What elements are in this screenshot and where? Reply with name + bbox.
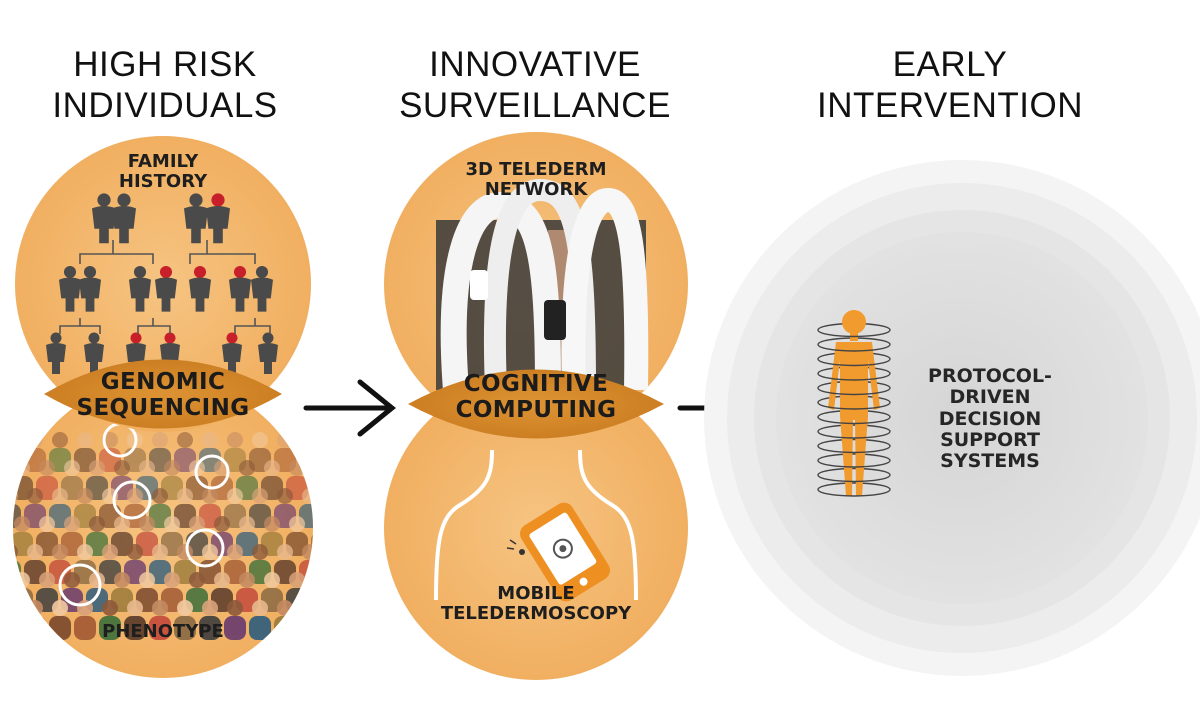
- column-title-intervention: EARLY INTERVENTION: [817, 45, 1083, 126]
- scan-ring-front: [817, 329, 891, 338]
- person-icon: [79, 265, 101, 312]
- column-title-surveillance: INNOVATIVE SURVEILLANCE: [399, 45, 671, 126]
- scan-ring-front: [817, 387, 891, 396]
- person-icon: [92, 193, 116, 244]
- highlight-ring: [58, 563, 102, 607]
- person-icon: [112, 193, 136, 244]
- scan-ring-front: [817, 344, 891, 352]
- person-icon: [84, 332, 104, 374]
- scan-ring-back: [817, 424, 891, 432]
- crowd-person: [311, 588, 313, 612]
- scan-ring-back: [817, 438, 891, 447]
- scan-ring-back: [817, 467, 891, 476]
- person-icon: [189, 265, 211, 312]
- scan-ring-back: [817, 482, 891, 490]
- intervention-circles: [704, 160, 1200, 676]
- scan-ring-front: [817, 489, 891, 497]
- mobile-teledermoscopy-label: MOBILE TELEDERMOSCOPY: [440, 583, 632, 625]
- scan-ring-front: [817, 445, 891, 454]
- crowd-person: [13, 600, 21, 640]
- scan-ring-front: [817, 416, 891, 425]
- scan-ring-front: [817, 474, 891, 483]
- person-icon: [206, 193, 230, 244]
- crowd-person: [149, 600, 171, 640]
- scan-ring-front: [817, 460, 891, 468]
- crowd-person: [299, 600, 313, 640]
- crowd-person: [199, 600, 221, 640]
- smartphone-icon: [520, 502, 610, 602]
- crowd-person: [124, 600, 146, 640]
- telederm-network-label: 3D TELEDERM NETWORK: [465, 159, 607, 201]
- family-history-label: FAMILY HISTORY: [118, 151, 208, 193]
- scan-ring-front: [817, 402, 891, 410]
- crowd-person: [24, 600, 46, 640]
- highlight-ring: [194, 454, 230, 490]
- crowd-person: [311, 532, 313, 556]
- person-icon: [229, 265, 251, 312]
- column-title-high-risk: HIGH RISK INDIVIDUALS: [52, 45, 278, 126]
- person-icon: [129, 265, 151, 312]
- person-icon: [155, 265, 177, 312]
- person-icon: [126, 332, 146, 374]
- phenotype-label: PHENOTYPE: [102, 621, 224, 642]
- crowd-person: [49, 600, 71, 640]
- crowd-person: [13, 432, 21, 472]
- person-icon: [184, 193, 208, 244]
- telederm-scanner-icon: [436, 178, 649, 391]
- scan-ring-front: [817, 431, 891, 439]
- crowd-person: [224, 600, 246, 640]
- cognitive-lens: [408, 369, 664, 439]
- genomic-lens: [44, 359, 282, 429]
- protocol-driven-label: PROTOCOL-DRIVEN DECISION SUPPORT SYSTEMS: [928, 365, 1052, 473]
- surveillance-circles: [384, 132, 688, 680]
- crowd-person: [99, 600, 121, 640]
- scan-ring-front: [817, 358, 891, 367]
- inner-disc: [776, 232, 1148, 604]
- person-icon: [222, 332, 242, 374]
- crowd-person: [249, 600, 271, 640]
- torso-outline: [434, 449, 638, 601]
- cognitive-computing-label: COGNITIVE COMPUTING: [455, 371, 617, 423]
- scan-ring-front: [817, 373, 891, 381]
- scan-dot: [506, 539, 525, 555]
- person-icon: [251, 265, 273, 312]
- crowd-person: [174, 600, 196, 640]
- crowd-person: [13, 572, 33, 612]
- person-icon: [258, 332, 278, 374]
- crowd-person: [299, 432, 313, 472]
- family-tree-icon: [46, 193, 278, 374]
- highlight-ring: [112, 480, 152, 520]
- crowd-person: [274, 600, 296, 640]
- highlight-ring: [185, 528, 225, 568]
- arrow-right-icon: [303, 379, 396, 437]
- person-icon: [160, 332, 180, 374]
- genomic-sequencing-label: GENOMIC SEQUENCING: [76, 369, 250, 421]
- scan-ring-back: [817, 453, 891, 461]
- body-scan-icon: [817, 310, 891, 497]
- person-icon: [46, 332, 66, 374]
- person-icon: [59, 265, 81, 312]
- crowd-person: [311, 476, 313, 500]
